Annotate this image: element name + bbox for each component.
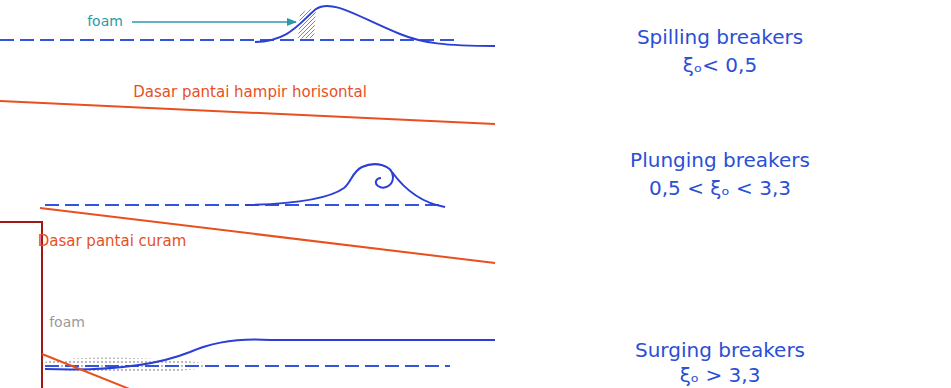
breaker-type: Plunging breakers xyxy=(630,149,810,172)
foam-label: foam xyxy=(49,314,85,330)
beach-bed-line xyxy=(42,354,132,388)
iribarren-range: 0,5 < ξₒ < 3,3 xyxy=(649,177,791,200)
wave-profile xyxy=(392,172,445,207)
bed-label: Dasar pantai hampir horisontal xyxy=(133,84,367,101)
wave-profile xyxy=(245,164,393,205)
breaker-type: Surging breakers xyxy=(635,339,805,362)
still-water-line xyxy=(0,39,455,41)
still-water-line xyxy=(45,365,450,367)
iribarren-range: ξₒ > 3,3 xyxy=(680,364,761,387)
bed-label: Dasar pantai curam xyxy=(38,233,187,250)
breaker-type: Spilling breakers xyxy=(637,26,803,49)
foam-label: foam xyxy=(87,13,123,29)
wave-profile xyxy=(255,6,495,46)
wave-profile xyxy=(45,339,495,369)
foam-arrow xyxy=(132,21,296,23)
highlight-frame xyxy=(0,222,42,388)
iribarren-range: ξₒ< 0,5 xyxy=(683,54,757,77)
beach-bed-line xyxy=(0,101,495,124)
